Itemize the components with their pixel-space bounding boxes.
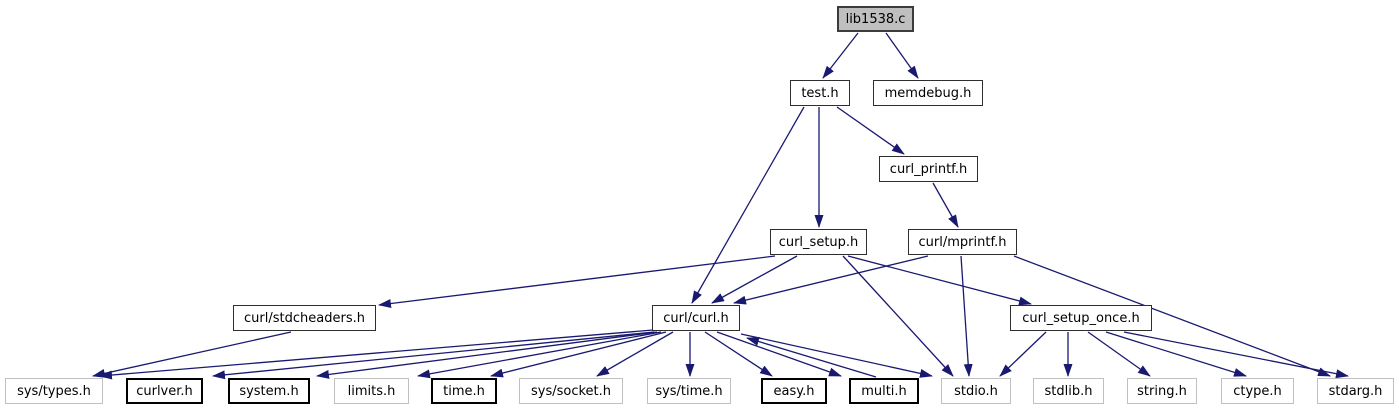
- node-limits-h: limits.h: [334, 378, 409, 404]
- node-curl-setup-h[interactable]: curl_setup.h: [770, 229, 867, 255]
- node-curlver-h[interactable]: curlver.h: [126, 378, 203, 404]
- edge-lib1538-c-to-test-h: [822, 32, 859, 79]
- node-curl-printf-h[interactable]: curl_printf.h: [879, 156, 978, 182]
- edge-curl-setup-h-to-stdio-h: [842, 255, 954, 377]
- node-multi-h[interactable]: multi.h: [849, 378, 919, 404]
- edge-curl-setup-h-to-curl-setup-once-h: [847, 255, 1032, 306]
- node-string-h: string.h: [1127, 378, 1197, 404]
- node-test-h[interactable]: test.h: [790, 80, 850, 106]
- node-memdebug-h[interactable]: memdebug.h: [873, 80, 983, 106]
- edge-curl-setup-once-h-to-stdio-h: [999, 331, 1047, 377]
- node-curl-curl-h[interactable]: curl/curl.h: [652, 305, 740, 331]
- node-stdlib-h: stdlib.h: [1033, 378, 1104, 404]
- edge-curl-printf-h-to-curl-mprintf-h: [932, 182, 959, 228]
- edge-curl-curl-h-to-limits-h: [417, 331, 662, 379]
- node-lib1538-c[interactable]: lib1538.c: [837, 6, 914, 32]
- node-time-h[interactable]: time.h: [431, 378, 497, 404]
- edge-test-h-to-curl-printf-h: [836, 106, 905, 155]
- edge-curl-curl-h-to-stdio-h: [740, 333, 933, 378]
- node-sys-socket-h: sys/socket.h: [519, 378, 623, 404]
- node-sys-types-h: sys/types.h: [5, 378, 103, 404]
- edge-curl-curl-h-to-system-h: [316, 331, 658, 379]
- edge-curl-curl-h-to-sys-types-h: [99, 329, 654, 380]
- node-curl-mprintf-h[interactable]: curl/mprintf.h: [908, 229, 1017, 255]
- edge-curl-setup-once-h-to-string-h: [1087, 331, 1151, 377]
- edge-curl-curl-h-to-curlver-h: [212, 331, 655, 380]
- node-curl-setup-once-h[interactable]: curl_setup_once.h: [1010, 305, 1152, 331]
- node-system-h[interactable]: system.h: [228, 378, 310, 404]
- edge-test-h-to-curl-curl-h: [691, 106, 805, 304]
- node-curl-stdcheaders-h[interactable]: curl/stdcheaders.h: [233, 305, 376, 331]
- edge-curl-curl-h-to-sys-socket-h: [596, 331, 674, 377]
- node-ctype-h: ctype.h: [1221, 378, 1294, 404]
- edge-curl-mprintf-h-to-stdarg-h: [1013, 255, 1331, 377]
- edge-curl-curl-h-to-multi-h: [716, 331, 842, 377]
- node-stdio-h: stdio.h: [941, 378, 1011, 404]
- edge-curl-mprintf-h-to-curl-curl-h: [733, 255, 929, 305]
- edge-curl-setup-h-to-curl-curl-h: [711, 255, 798, 304]
- edge-curl-mprintf-h-to-stdio-h: [960, 255, 973, 377]
- edge-curl-curl-h-to-time-h: [490, 331, 667, 378]
- node-easy-h[interactable]: easy.h: [761, 378, 827, 404]
- edge-curl-setup-h-to-curl-stdcheaders-h: [378, 255, 776, 308]
- edge-lib1538-c-to-memdebug-h: [885, 32, 919, 79]
- edge-curl-stdcheaders-h-to-sys-types-h: [92, 331, 292, 378]
- edge-curl-setup-once-h-to-ctype-h: [1105, 331, 1247, 377]
- edge-curl-curl-h-to-easy-h: [704, 331, 773, 377]
- node-stdarg-h: stdarg.h: [1317, 378, 1394, 404]
- edge-multi-h-to-curl-curl-h: [746, 337, 877, 378]
- edge-curl-setup-once-h-to-stdarg-h: [1123, 331, 1349, 379]
- node-sys-time-h: sys/time.h: [647, 378, 731, 404]
